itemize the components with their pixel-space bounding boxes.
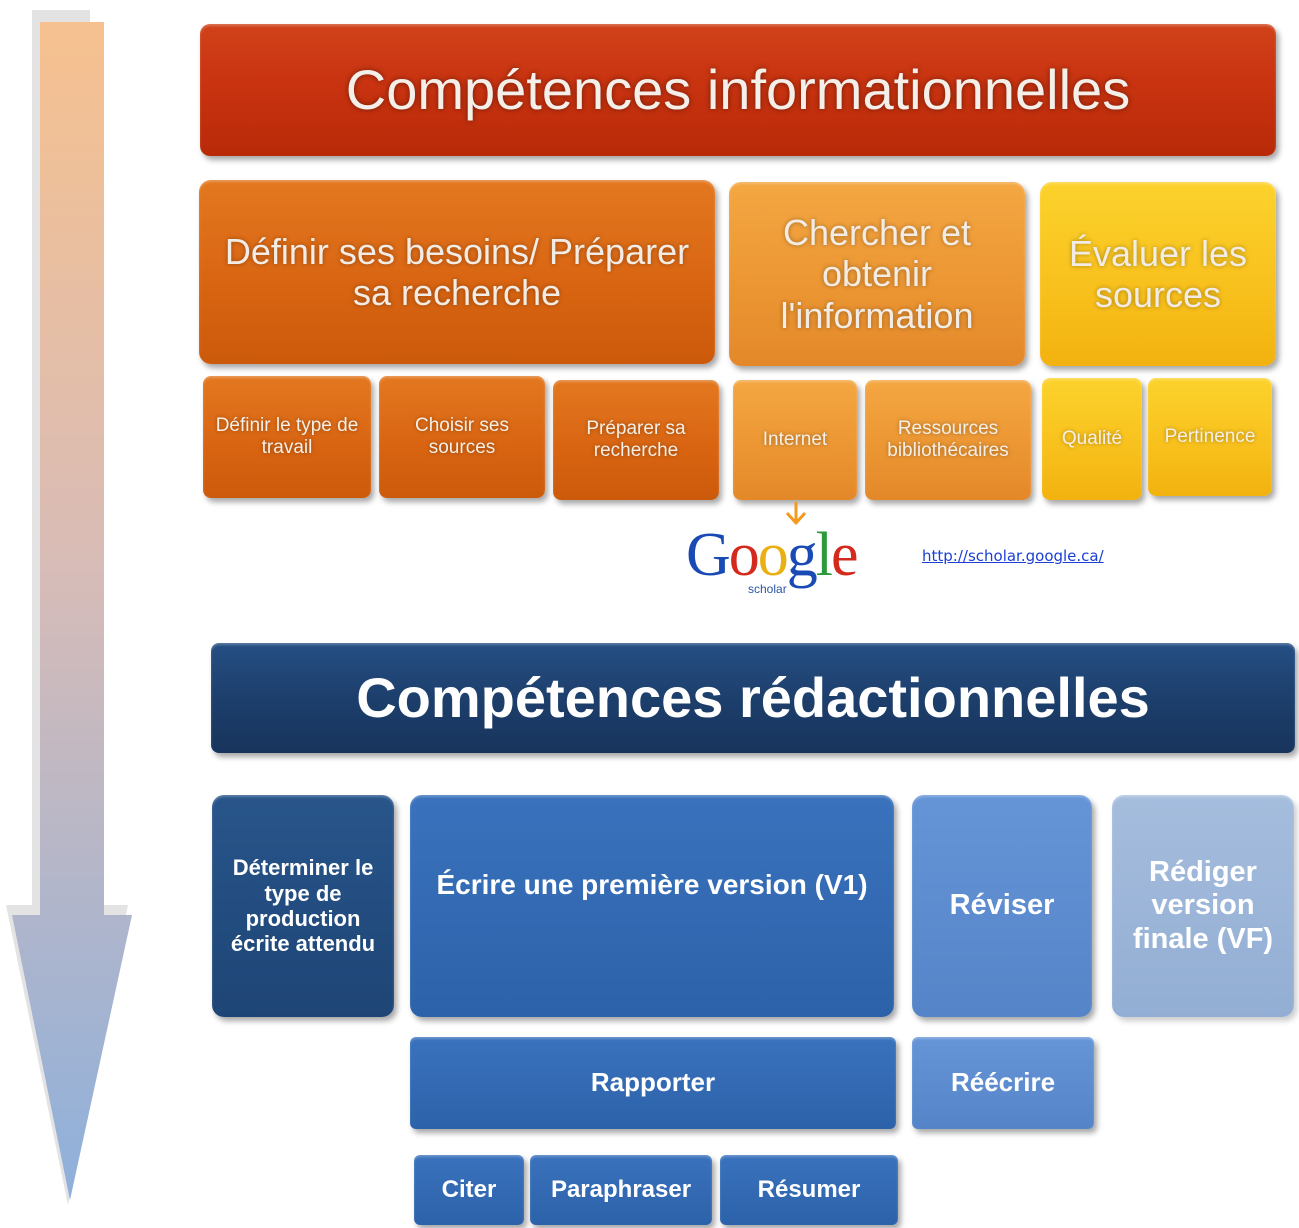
google-wordmark: Google [686,521,859,589]
substep-library-resources: Ressources bibliothécaires [865,380,1031,500]
substep-paraphrase: Paraphraser [530,1155,712,1225]
writing-skills-title: Compétences rédactionnelles [211,643,1295,753]
logo-letter: l [815,521,833,589]
scholar-subtitle: scholar [748,582,787,596]
step-evaluate-sources: Évaluer les sources [1040,182,1276,366]
logo-letter: g [786,521,818,589]
substep-cite: Citer [414,1155,524,1225]
process-arrow-icon [6,10,132,1205]
substep-summarize: Résumer [720,1155,898,1225]
logo-letter: G [686,521,731,589]
google-scholar-link[interactable]: http://scholar.google.ca/ [922,547,1104,565]
logo-letter: e [831,521,858,589]
logo-letter: o [728,521,760,589]
step-revise: Réviser [912,795,1092,1017]
step-search-information: Chercher et obtenir l'information [729,182,1025,366]
info-skills-title: Compétences informationnelles [200,24,1276,156]
substep-relevance: Pertinence [1148,378,1272,496]
substep-prepare-search: Préparer sa recherche [553,380,719,500]
substep-report: Rapporter [410,1037,896,1129]
arrow-down-icon [785,502,807,525]
step-write-first-version: Écrire une première version (V1) [410,795,894,1017]
step-define-needs: Définir ses besoins/ Préparer sa recherc… [199,180,715,364]
step-determine-production-type: Déterminer le type de production écrite … [212,795,394,1017]
logo-letter: o [757,521,789,589]
substep-quality: Qualité [1042,378,1142,500]
step-final-version: Rédiger version finale (VF) [1112,795,1294,1017]
google-scholar-logo[interactable]: Google scholar [686,524,916,604]
substep-rewrite: Réécrire [912,1037,1094,1129]
substep-choose-sources: Choisir ses sources [379,376,545,498]
substep-define-work-type: Définir le type de travail [203,376,371,498]
substep-internet: Internet [733,380,857,500]
